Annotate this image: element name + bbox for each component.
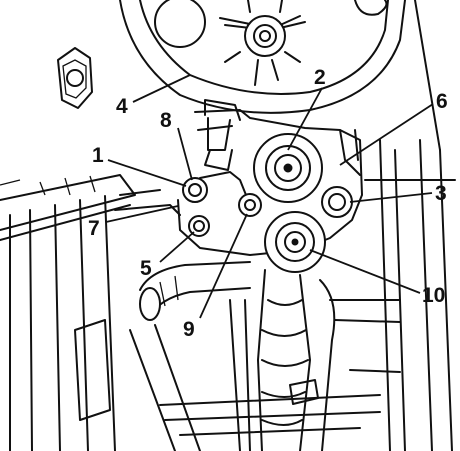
leader-lines: [105, 74, 434, 319]
bolt-small-9: [238, 193, 262, 217]
callout-labels: 1 2 3 4 5 6 7 8 9 10: [88, 66, 448, 341]
pulley-hole: [154, 0, 206, 48]
callout-3: 3: [435, 182, 447, 205]
bolt-lower: [264, 211, 326, 273]
right-frame: [329, 139, 456, 451]
callout-5: 5: [140, 257, 152, 280]
bolt-upper: [253, 133, 323, 203]
left-radiator: [0, 174, 181, 451]
fan-hub: [219, 0, 306, 86]
hex-nut: [57, 47, 93, 109]
callout-4: 4: [116, 95, 128, 118]
callout-1: 1: [92, 144, 104, 167]
callout-6: 6: [436, 90, 448, 113]
central-housing: [177, 99, 363, 256]
callout-2: 2: [314, 66, 326, 89]
bolt-small-1: [182, 177, 208, 203]
callout-9: 9: [183, 318, 195, 341]
bolt-small-5: [188, 215, 210, 237]
upper-pulley-housing: [119, 0, 441, 151]
callout-7: 7: [88, 217, 100, 240]
hose: [129, 261, 251, 451]
callout-10: 10: [422, 284, 445, 307]
bolt-right: [321, 186, 353, 218]
callout-8: 8: [160, 109, 172, 132]
bottom-bracket: [159, 394, 381, 436]
cable-harness: [229, 269, 336, 451]
